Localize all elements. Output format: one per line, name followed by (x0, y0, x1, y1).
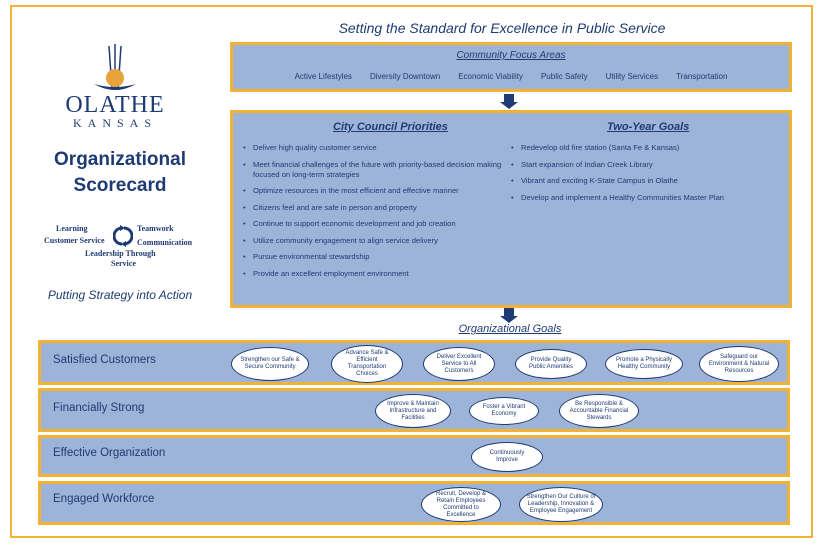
two-year-goals-title: Two-Year Goals (607, 121, 690, 133)
scorecard-title-line1: Organizational (54, 149, 186, 170)
list-item: Redevelop old fire station (Santa Fe & K… (509, 143, 789, 153)
goal-oval: Provide Quality Public Amenities (515, 349, 587, 379)
council-priorities-title: City Council Priorities (333, 121, 448, 133)
list-item: Meet financial challenges of the future … (241, 160, 511, 180)
band-label: Engaged Workforce (53, 493, 155, 505)
olathe-logo (94, 44, 136, 91)
focus-area: Utility Services (605, 72, 659, 81)
focus-area: Public Safety (540, 72, 588, 81)
community-focus-title: Community Focus Areas (456, 50, 566, 61)
band-effective-organization: Effective Organization Continuously Impr… (38, 435, 790, 477)
value-leadership: Leadership Through (85, 249, 156, 258)
priorities-box: City Council Priorities Two-Year Goals D… (230, 110, 792, 308)
band-label: Effective Organization (53, 447, 166, 459)
band-label: Financially Strong (53, 402, 145, 414)
outer-frame (10, 5, 813, 538)
council-priorities-list: Deliver high quality customer service Me… (241, 143, 511, 285)
page-title: Setting the Standard for Excellence in P… (338, 20, 666, 36)
band-label: Satisfied Customers (53, 354, 156, 366)
values-graphic: Learning Teamwork Customer Service Commu… (30, 220, 210, 270)
scorecard-title-line2: Scorecard (73, 175, 167, 196)
list-item: Citizens feel and are safe in person and… (241, 203, 511, 213)
focus-area: Diversity Downtown (369, 72, 441, 81)
band-engaged-workforce: Engaged Workforce Recruit, Develop & Ret… (38, 481, 790, 525)
goal-oval: Continuously Improve (471, 442, 543, 472)
goal-oval: Foster a Vibrant Economy (469, 397, 539, 425)
value-teamwork: Teamwork (137, 224, 174, 233)
band-satisfied-customers: Satisfied Customers Strengthen our Safe … (38, 340, 790, 385)
organizational-goals-title: Organizational Goals (458, 323, 562, 335)
goal-oval: Strengthen Our Culture of Leadership, In… (519, 487, 603, 522)
list-item: Pursue environmental stewardship (241, 252, 511, 262)
focus-area: Economic Viability (458, 72, 523, 81)
band-financially-strong: Financially Strong Improve & Maintain In… (38, 388, 790, 432)
list-item: Utilize community engagement to align se… (241, 236, 511, 246)
list-item: Optimize resources in the most efficient… (241, 186, 511, 196)
logo-state: KANSAS (72, 116, 157, 130)
goal-oval: Be Responsible & Accountable Financial S… (559, 394, 639, 428)
list-item: Continue to support economic development… (241, 219, 511, 229)
strategy-tagline: Putting Strategy into Action (47, 288, 193, 302)
list-item: Start expansion of Indian Creek Library (509, 160, 789, 170)
scorecard-title: Organizational Scorecard (30, 147, 210, 199)
goal-oval: Safeguard our Environment & Natural Reso… (699, 346, 779, 382)
value-customer-service: Customer Service (44, 236, 105, 245)
two-year-goals-list: Redevelop old fire station (Santa Fe & K… (509, 143, 789, 209)
value-communication: Communication (137, 238, 193, 247)
list-item: Deliver high quality customer service (241, 143, 511, 153)
value-learning: Learning (56, 224, 88, 233)
logo-wordmark: OLATHE (65, 92, 165, 118)
focus-area: Transportation (676, 72, 728, 81)
community-focus-list: Active Lifestyles Diversity Downtown Eco… (233, 72, 789, 81)
goal-oval: Recruit, Develop & Retain Employees Comm… (421, 487, 501, 522)
goal-oval: Promote a Physically Healthy Community (605, 349, 683, 379)
goal-oval: Deliver Excellent Service to All Custome… (423, 347, 495, 381)
goal-oval: Improve & Maintain Infrastructure and Fa… (375, 394, 451, 428)
list-item: Develop and implement a Healthy Communit… (509, 193, 789, 203)
cycle-arrows-icon (113, 225, 133, 247)
goal-oval: Advance Safe & Efficient Transportation … (331, 345, 403, 383)
community-focus-box: Community Focus Areas Active Lifestyles … (230, 42, 792, 92)
value-service: Service (111, 259, 136, 268)
list-item: Vibrant and exciting K-State Campus in O… (509, 176, 789, 186)
list-item: Provide an excellent employment environm… (241, 269, 511, 279)
goal-oval: Strengthen our Safe & Secure Community (231, 347, 309, 381)
focus-area: Active Lifestyles (294, 72, 352, 81)
